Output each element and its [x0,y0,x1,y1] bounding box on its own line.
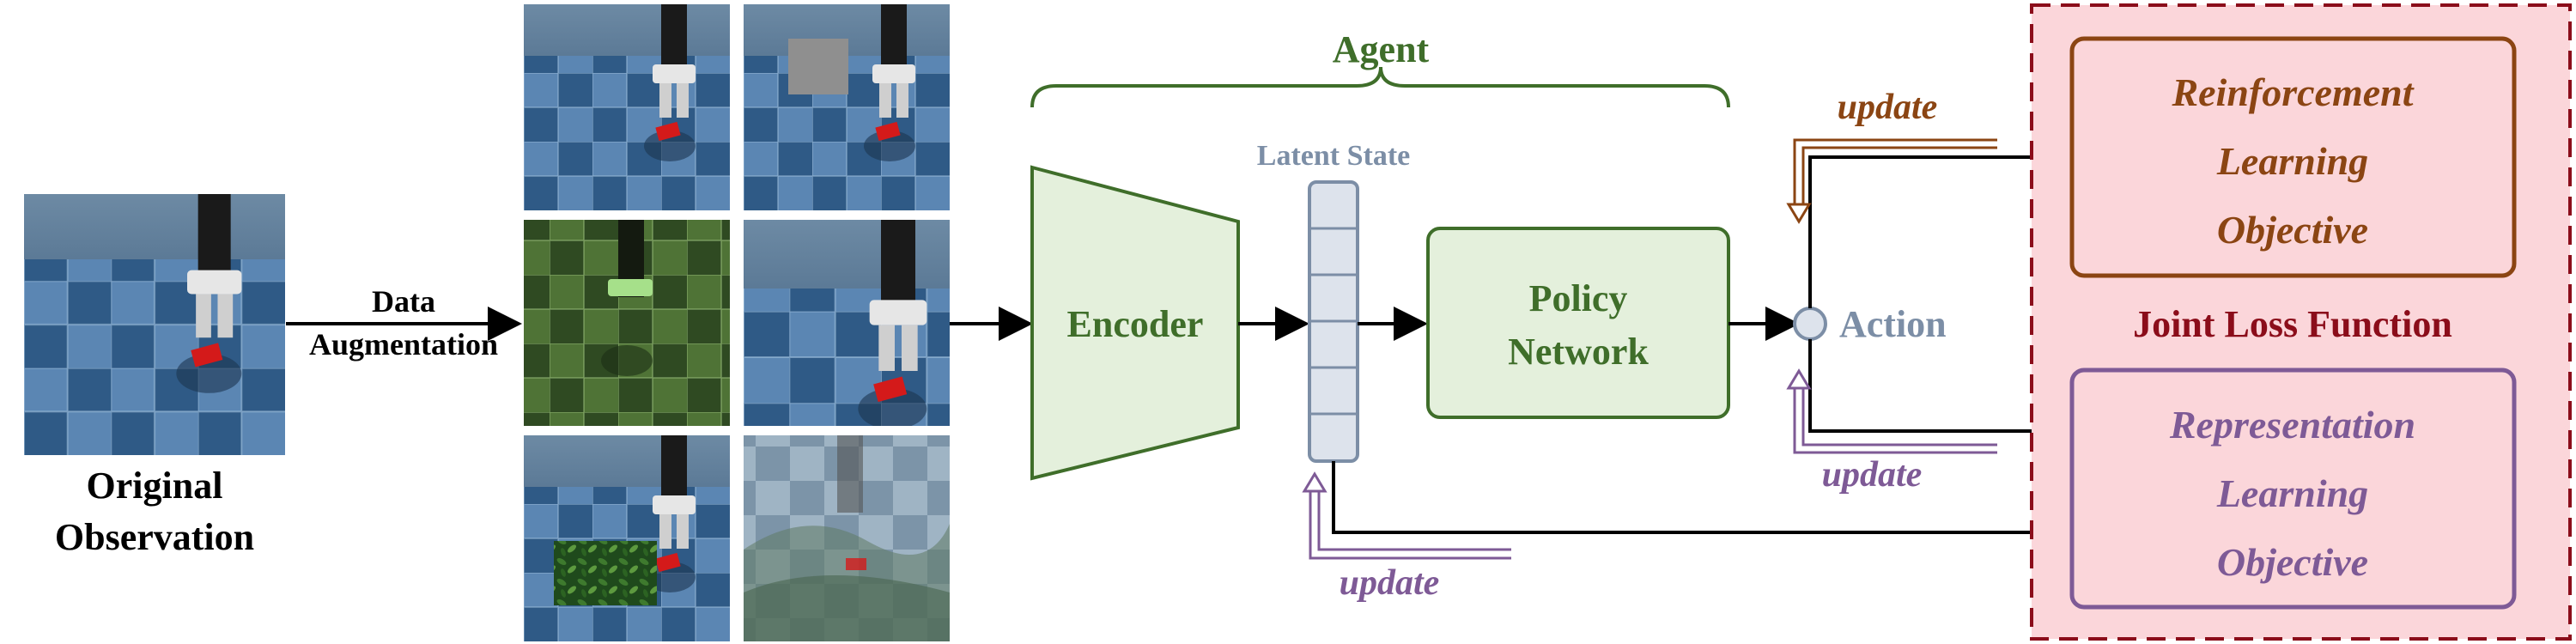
action-to-rl-arrow [1808,140,2079,308]
latent-state-label: Latent State [1257,140,1410,172]
policy-network-label-2: Network [1508,331,1649,373]
augmented-image-cutout [744,4,950,210]
rl-objective-box [2069,36,2517,278]
augmented-image-background-overlay [744,435,950,641]
rl-objective-line-3: Objective [2217,208,2368,252]
latent-to-repr-arrow [1332,461,2079,550]
agent-brace [1030,66,1730,108]
update-arrow-policy [1786,368,1997,454]
rl-objective-line-2: Learning [2216,139,2368,183]
repr-objective-line-1: Representation [2169,403,2415,447]
augmented-observations-grid [524,4,950,641]
augmentation-label-1: Data [372,284,435,319]
update-arrow-rl [1786,138,1997,224]
policy-network-block [1426,227,1730,419]
action-node [1793,307,1827,341]
latent-state-vector [1308,180,1359,463]
original-observation-label-1: Original [87,465,223,507]
encoder-block [1030,165,1240,481]
agent-title: Agent [1333,28,1430,70]
repr-objective-line-3: Objective [2217,540,2368,584]
original-observation-label-2: Observation [55,516,254,558]
update-arrow-encoder [1302,471,1511,560]
encoder-label: Encoder [1067,303,1204,345]
update-label-bottom: update [1340,563,1440,603]
update-label-top: update [1838,88,1938,127]
augmentation-label-2: Augmentation [309,327,498,361]
policy-network-label-1: Policy [1529,277,1628,319]
repr-objective-line-2: Learning [2216,471,2368,515]
rl-objective-line-1: Reinforcement [2171,70,2414,114]
update-label-middle: update [1822,455,1923,495]
repr-objective-box [2069,368,2517,610]
augmented-image-original [524,4,730,210]
joint-loss-title: Joint Loss Function [2133,303,2452,345]
original-observation [24,194,285,455]
action-to-repr-arrow [1808,339,2079,448]
action-label: Action [1839,303,1947,345]
augmented-image-patch-overlay [524,435,730,641]
augmented-image-color-jitter [524,220,730,426]
